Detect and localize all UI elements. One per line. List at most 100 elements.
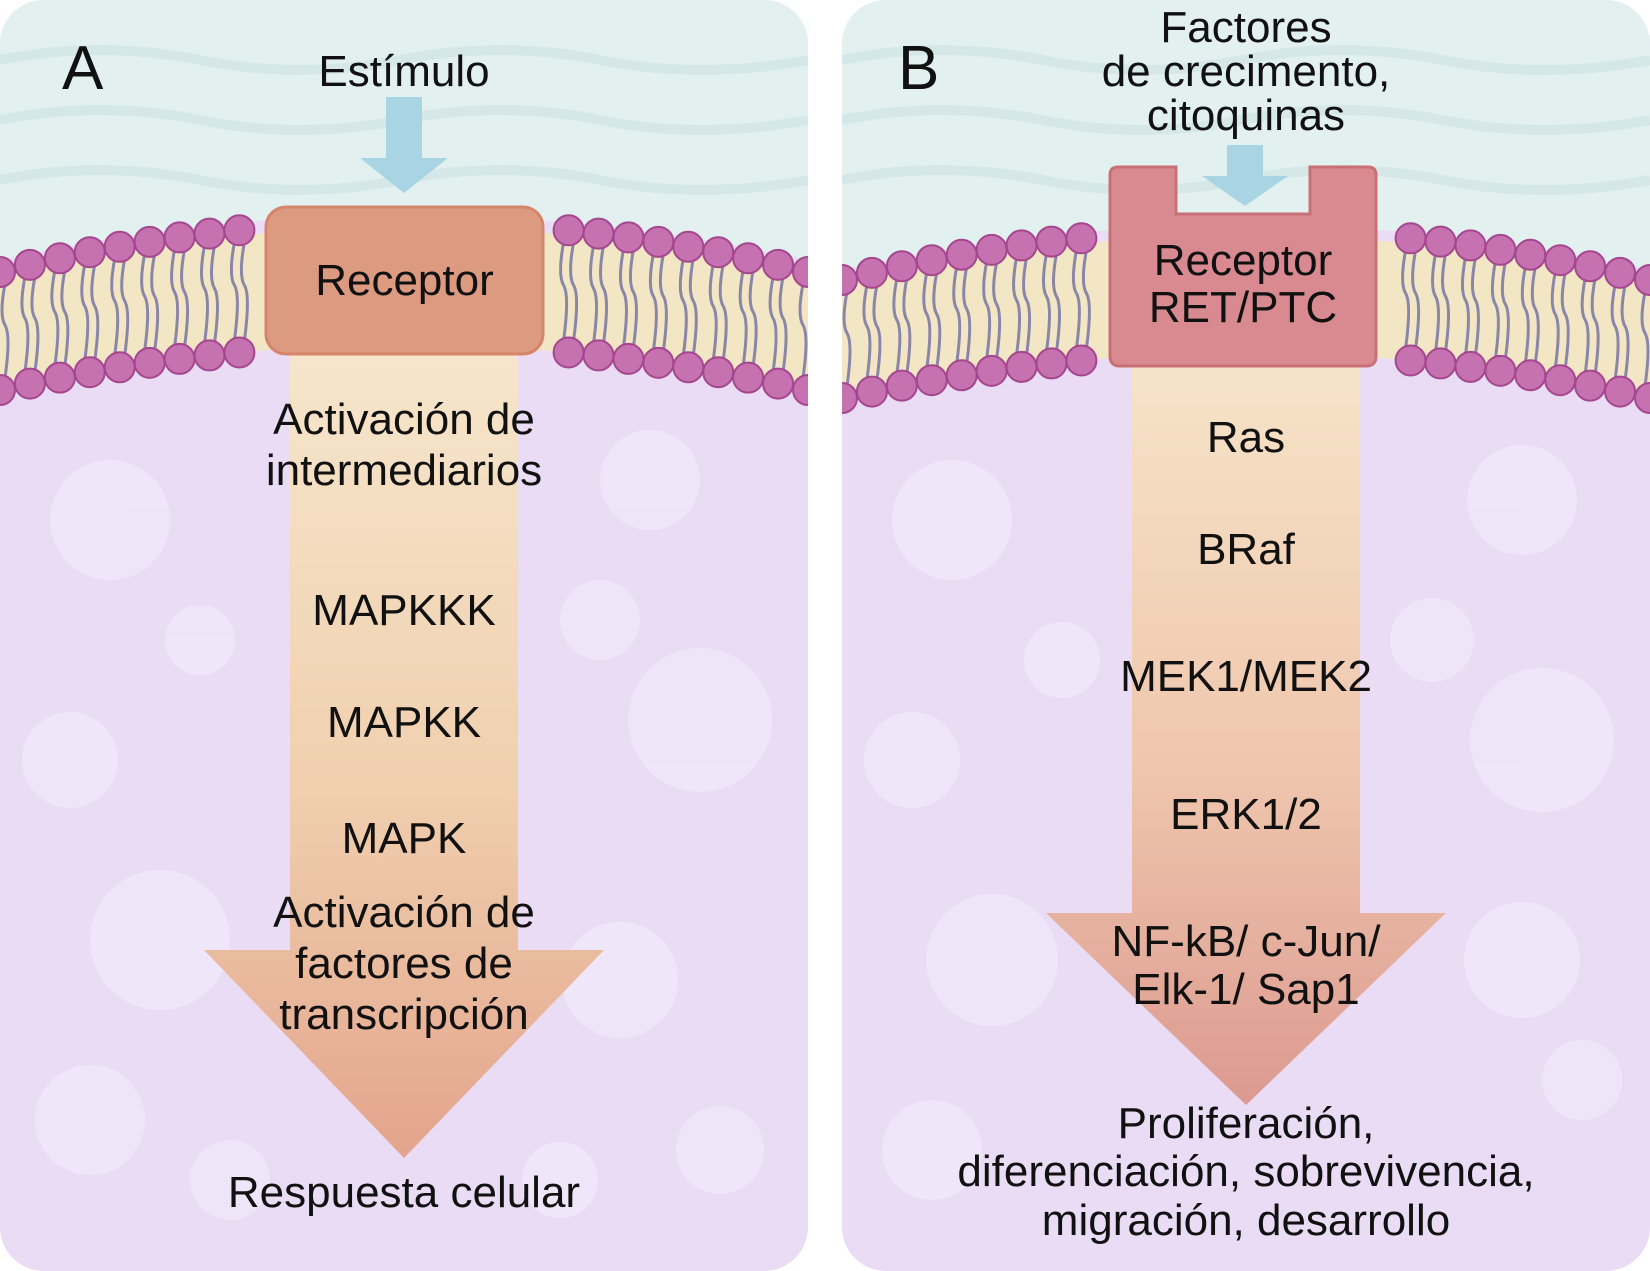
lipid-tail [1041, 253, 1061, 352]
lipid-head [1514, 359, 1547, 392]
lipid-tail [1401, 250, 1421, 349]
growth-factor-arrow [1202, 145, 1288, 206]
lipid-tail [80, 263, 100, 361]
lipid-head [103, 351, 136, 384]
lipid-head [552, 214, 585, 247]
cascade-step-braf: BRaf [1197, 525, 1295, 574]
lipid-tail [892, 278, 912, 374]
lipid-head [1424, 225, 1457, 258]
lipid-tail [1520, 266, 1540, 364]
lipid-tail [170, 249, 190, 348]
lipid-head [163, 342, 196, 375]
lipid-heads [0, 214, 808, 406]
stimulus-arrow [360, 97, 448, 193]
lipid-head [672, 351, 705, 384]
signal-cascade-arrow [204, 345, 604, 1158]
lipid-tail [738, 270, 758, 366]
lipid-tail [842, 291, 852, 387]
lipid-tail [1071, 250, 1091, 349]
lipid-head [1005, 350, 1038, 383]
lipid-head [1484, 233, 1517, 266]
lipid-tail [768, 276, 788, 372]
lipid-tail [1012, 257, 1032, 356]
lipid-head [0, 374, 16, 406]
lipid-head [1604, 375, 1637, 408]
lipid-head [1035, 347, 1068, 380]
lipid-head [1065, 344, 1098, 377]
lipid-head [582, 339, 615, 372]
receptor-b-shape [1108, 165, 1378, 368]
lipid-head [1454, 229, 1487, 262]
panel-a: A Estímulo Receptor Activación de interm… [0, 0, 808, 1271]
lipid-tail [798, 283, 808, 379]
panel-label-a: A [62, 34, 104, 103]
lipid-tail [1580, 278, 1600, 374]
growth-factors-label: Factores de crecimento, citoquinas [1101, 3, 1391, 140]
lipid-head [945, 359, 978, 392]
lipid-head [133, 346, 166, 379]
lipid-head [1394, 344, 1427, 377]
lipid-tail [678, 258, 698, 356]
lipid-head [1454, 350, 1487, 383]
lipid-head [672, 230, 705, 263]
receptor-a-shape [264, 205, 545, 356]
lipid-head [13, 248, 46, 281]
lipid-tail [110, 258, 130, 356]
lipid-head [193, 339, 226, 372]
lipid-head [0, 256, 16, 288]
lipid-head [612, 342, 645, 375]
panel-b-illustration [842, 0, 1650, 1271]
lipid-tail [952, 266, 972, 364]
lipid-head [73, 356, 106, 389]
lipid-head [163, 221, 196, 254]
lipid-tail [140, 253, 160, 352]
lipid-head [1604, 256, 1637, 289]
lipid-head [223, 214, 256, 247]
lipid-head [1035, 225, 1068, 258]
lipid-tail [199, 245, 219, 344]
lipid-tail [1610, 284, 1630, 380]
lipid-head [642, 225, 675, 258]
cascade-step-2: MAPKKK [312, 586, 496, 635]
lipid-tail [20, 276, 40, 372]
receptor-ret-ptc-label: Receptor RET/PTC [1148, 236, 1338, 332]
lipid-head [193, 217, 226, 250]
lipid-tail [0, 283, 10, 379]
cytoplasm-vesicles [864, 445, 1622, 1200]
lipid-head [73, 236, 106, 269]
lipid-tail [708, 263, 728, 361]
lipid-head [582, 217, 615, 250]
lipid-head [732, 361, 765, 394]
stimulus-label: Estímulo [318, 47, 490, 96]
cascade-step-5: Activación de factores de transcripción [273, 888, 535, 1040]
lipid-head [1574, 369, 1607, 402]
cellular-response-label: Respuesta celular [227, 1168, 581, 1217]
lipid-head [552, 336, 585, 369]
lipid-head [842, 264, 858, 296]
cellular-outcomes-label: Proliferación, diferenciación, sobrevive… [957, 1099, 1535, 1245]
lipid-head [702, 356, 735, 389]
lipid-head [885, 369, 918, 402]
lipid-head [103, 230, 136, 263]
panel-b: B Factores de crecimento, citoquinas Rec… [842, 0, 1650, 1271]
lipid-heads [842, 222, 1650, 414]
lipid-tail [589, 245, 609, 344]
lipid-head [642, 346, 675, 379]
lipid-head [885, 250, 918, 283]
lipid-tail [1490, 261, 1510, 360]
lipid-head [975, 233, 1008, 266]
lipid-head [43, 361, 76, 394]
lipid-tail [1431, 253, 1451, 352]
lipid-head [1634, 382, 1650, 414]
lipid-head [133, 225, 166, 258]
lipid-head [13, 367, 46, 400]
lipid-tail [1550, 271, 1570, 369]
lipid-head [762, 367, 795, 400]
lipid-tail [618, 249, 638, 348]
lipid-head [1065, 222, 1098, 255]
cascade-step-transcription-factors: NF-kB/ c-Jun/ Elk-1/ Sap1 [1111, 917, 1381, 1014]
lipid-head [1005, 229, 1038, 262]
lipid-tail [922, 271, 942, 369]
lipid-head [915, 364, 948, 397]
lipid-head [612, 221, 645, 254]
